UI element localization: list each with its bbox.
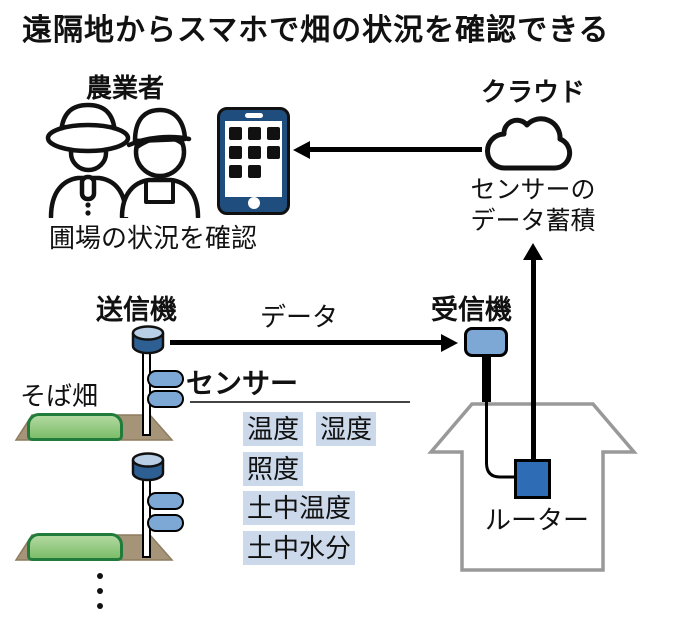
router-label: ルーター [484,505,589,535]
phone-home-button [248,197,260,209]
soba-field-label: そば畑 [20,381,99,411]
transmitter-label: 送信機 [96,295,177,325]
cloud-caption-line2: データ蓄積 [470,207,596,235]
cloud-label: クラウド [480,77,585,107]
phone-app-grid [229,127,280,178]
farmers-icon [42,98,206,223]
sensor-tag-temperature: 温度 [243,412,304,446]
data-flow-label: データ [260,302,339,332]
field-crop [27,533,123,561]
receiver-label: 受信機 [431,295,512,325]
phone-screen [225,121,282,197]
sensor-label: センサー [186,368,299,399]
sensor-pill [147,514,184,532]
farmers-caption: 圃場の状況を確認 [48,223,257,253]
farmers-label: 農業者 [85,73,164,103]
diagram-title: 遠隔地からスマホで畑の状況を確認できる [22,14,610,47]
router-icon [514,459,551,499]
sensor-pill [147,492,184,510]
receiver-icon [464,327,508,357]
sensor-tag-soil-temperature: 土中温度 [243,491,356,525]
sensor-tag-illuminance: 照度 [243,452,304,486]
sensor-tag-humidity: 湿度 [316,412,377,446]
sensor-underline [190,401,410,403]
sensor-pill [147,370,184,388]
sensor-pill [147,390,184,408]
field-crop [27,413,123,441]
phone-speaker [245,113,263,118]
smartphone-icon [217,107,290,215]
receiver-cable [478,350,540,490]
cloud-caption-line1: センサーの [470,176,596,204]
cloud-icon [480,103,584,180]
sensor-tag-soil-moisture: 土中水分 [243,531,356,565]
transmitter-icon [130,324,166,363]
transmitter-icon [130,451,166,490]
cloud-caption: センサーの データ蓄積 [455,175,611,237]
